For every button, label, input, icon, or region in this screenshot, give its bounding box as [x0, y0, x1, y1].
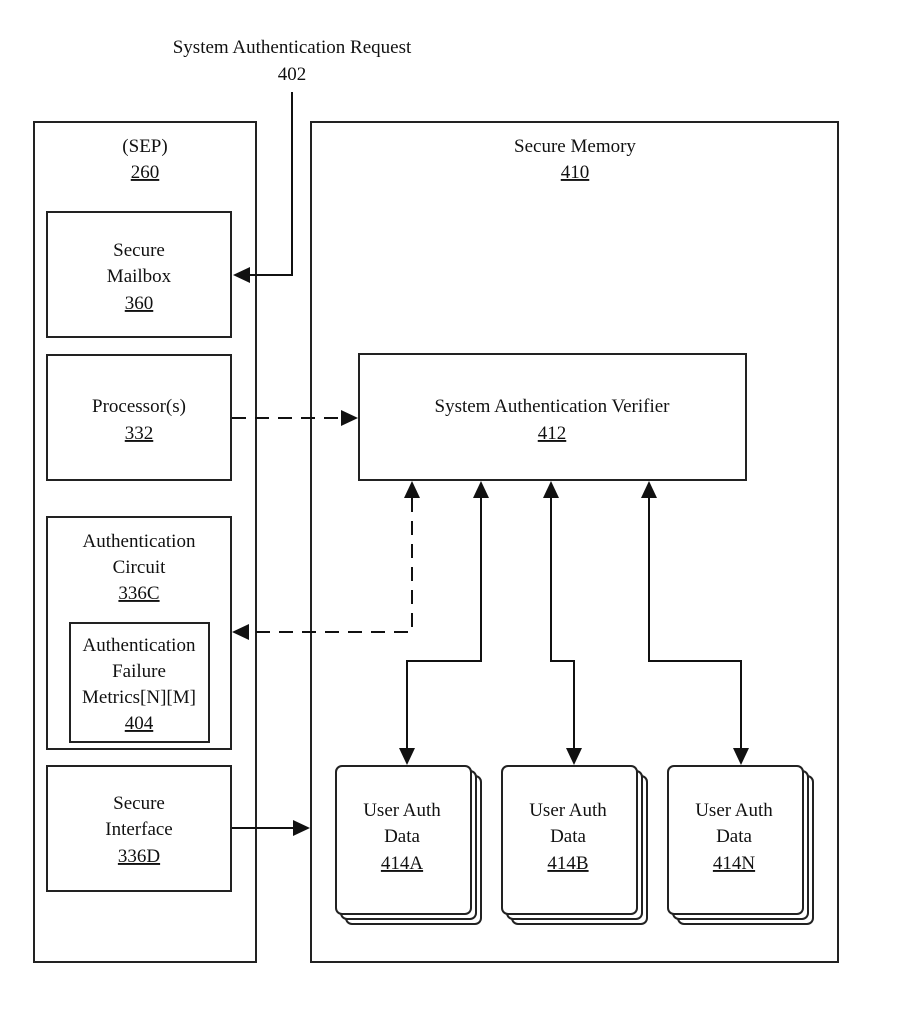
secure-interface-line1: Secure: [113, 793, 165, 814]
secure-mailbox-ref: 360: [125, 293, 154, 314]
secure-interface-ref: 336D: [118, 846, 160, 867]
request-arrow: [233, 92, 293, 283]
verifier-414a-arrow: [399, 481, 489, 765]
verifier-label: System Authentication Verifier: [435, 396, 671, 417]
failure-metrics-box: [69, 622, 210, 743]
secure-interface-line2: Interface: [105, 819, 173, 840]
sep-label: (SEP): [122, 136, 167, 157]
verifier-box: [358, 353, 747, 481]
user-auth-n-ref: 414N: [713, 853, 756, 874]
user-auth-a-line1: User Auth: [363, 800, 441, 821]
verifier-auth-circuit-arrow: [232, 481, 420, 640]
secure-interface-box: [46, 765, 232, 892]
failure-metrics-line3: Metrics[N][M]: [82, 687, 196, 708]
user-auth-n-line2: Data: [716, 826, 752, 847]
failure-metrics-line2: Failure: [112, 661, 166, 682]
secure-mailbox-line1: Secure: [113, 240, 165, 261]
user-auth-stack-b: User Auth Data 414B: [501, 765, 648, 925]
verifier-414b-arrow: [543, 481, 582, 765]
user-auth-n-line1: User Auth: [695, 800, 773, 821]
secure-mailbox-line2: Mailbox: [107, 266, 172, 287]
processor-verifier-arrow: [232, 410, 358, 426]
user-auth-stack-a: User Auth Data 414A: [335, 765, 482, 925]
failure-metrics-line1: Authentication: [83, 635, 196, 656]
request-ref: 402: [278, 64, 307, 85]
secure-memory-ref: 410: [561, 162, 590, 183]
auth-circuit-line2: Circuit: [113, 557, 166, 578]
user-auth-a-line2: Data: [384, 826, 420, 847]
verifier-ref: 412: [538, 423, 567, 444]
user-auth-b-line1: User Auth: [529, 800, 607, 821]
interface-memory-arrow: [232, 820, 310, 836]
user-auth-b-line2: Data: [550, 826, 586, 847]
user-auth-a-ref: 414A: [381, 853, 424, 874]
failure-metrics-ref: 404: [125, 713, 154, 734]
user-auth-b-ref: 414B: [547, 853, 588, 874]
user-auth-stack-n: User Auth Data 414N: [667, 765, 814, 925]
sep-ref: 260: [131, 162, 160, 183]
secure-memory-label: Secure Memory: [514, 136, 636, 157]
request-label: System Authentication Request: [173, 37, 412, 58]
auth-circuit-line1: Authentication: [83, 531, 196, 552]
auth-circuit-ref: 336C: [118, 583, 159, 604]
processor-box: [46, 354, 232, 481]
secure-mailbox-box: [46, 211, 232, 338]
processor-label: Processor(s): [92, 396, 186, 417]
processor-ref: 332: [125, 423, 154, 444]
verifier-414n-arrow: [641, 481, 749, 765]
